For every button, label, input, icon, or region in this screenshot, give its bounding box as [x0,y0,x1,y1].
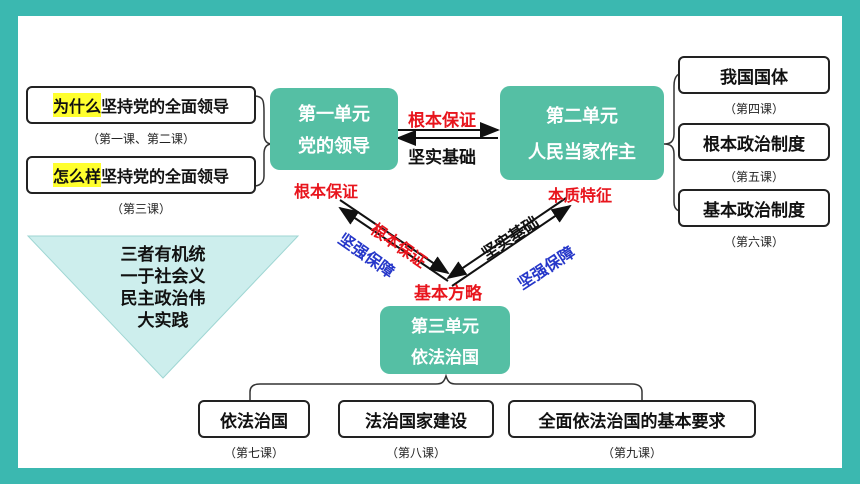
national-system-note: （第四课） [723,102,785,116]
national-system-box: 我国国体 [678,56,830,94]
basic-system-note: （第六课） [723,235,785,249]
why-rest: 坚持党的全面领导 [101,97,230,116]
summary-triangle [26,235,300,379]
arrow-u3-to-u2 [451,204,572,287]
basic-system-box: 基本政治制度 [678,189,830,227]
unit2-line1: 第二单元 [546,106,618,127]
rule-of-law-box: 依法治国 [198,400,310,438]
unit1-line2: 党的领导 [298,136,370,157]
basic-requirements-note: （第九课） [601,446,663,460]
unit3-box: 第三单元 依法治国 [380,306,510,374]
why-highlight: 为什么 [52,93,101,117]
arrow-u2-to-u3 [446,197,567,280]
triangle-line-2: 一于社会义 [120,267,206,287]
arrow-u3-to-u1 [338,206,449,282]
why-lead-box: 为什么坚持党的全面领导 [26,86,256,124]
rule-of-law-note: （第七课） [223,446,285,460]
how-highlight: 怎么样 [52,163,101,187]
unit2-box: 第二单元 人民当家作主 [500,86,664,180]
triangle-line-4: 大实践 [137,311,189,331]
bottom-brace [249,373,643,400]
unit2-line2: 人民当家作主 [528,142,636,163]
label-u1-top-left: 根本保证 [294,182,359,201]
label-u2-top-right: 本质特征 [548,186,613,205]
law-country-note: （第八课） [385,446,447,460]
unit1-box: 第一单元 党的领导 [270,88,398,170]
triangle-line-3: 民主政治伟 [120,289,206,309]
right-brace [663,71,689,213]
basic-requirements-box: 全面依法治国的基本要求 [508,400,756,438]
connector-lines [26,71,689,400]
law-country-box: 法治国家建设 [338,400,494,438]
unit3-line2: 依法治国 [411,348,479,368]
fundamental-system-note: （第五课） [723,170,785,184]
unit3-line1: 第三单元 [411,317,479,337]
how-note: （第三课） [110,202,172,216]
how-rest: 坚持党的全面领导 [101,167,230,186]
slide-canvas: 为什么坚持党的全面领导 （第一课、第二课） 怎么样坚持党的全面领导 （第三课） … [18,16,842,468]
unit1-line1: 第一单元 [298,104,370,125]
triangle-line-1: 三者有机统 [120,245,206,265]
fundamental-system-box: 根本政治制度 [678,123,830,161]
triangle-text: 三者有机统 一于社会义 民主政治伟 大实践 [98,244,228,332]
label-u2-to-u1: 坚实基础 [408,148,476,168]
label-u3-top: 基本方略 [414,284,482,304]
label-u1-to-u2: 根本保证 [408,111,476,131]
how-lead-box: 怎么样坚持党的全面领导 [26,156,256,194]
why-note: （第一课、第二课） [86,132,196,146]
